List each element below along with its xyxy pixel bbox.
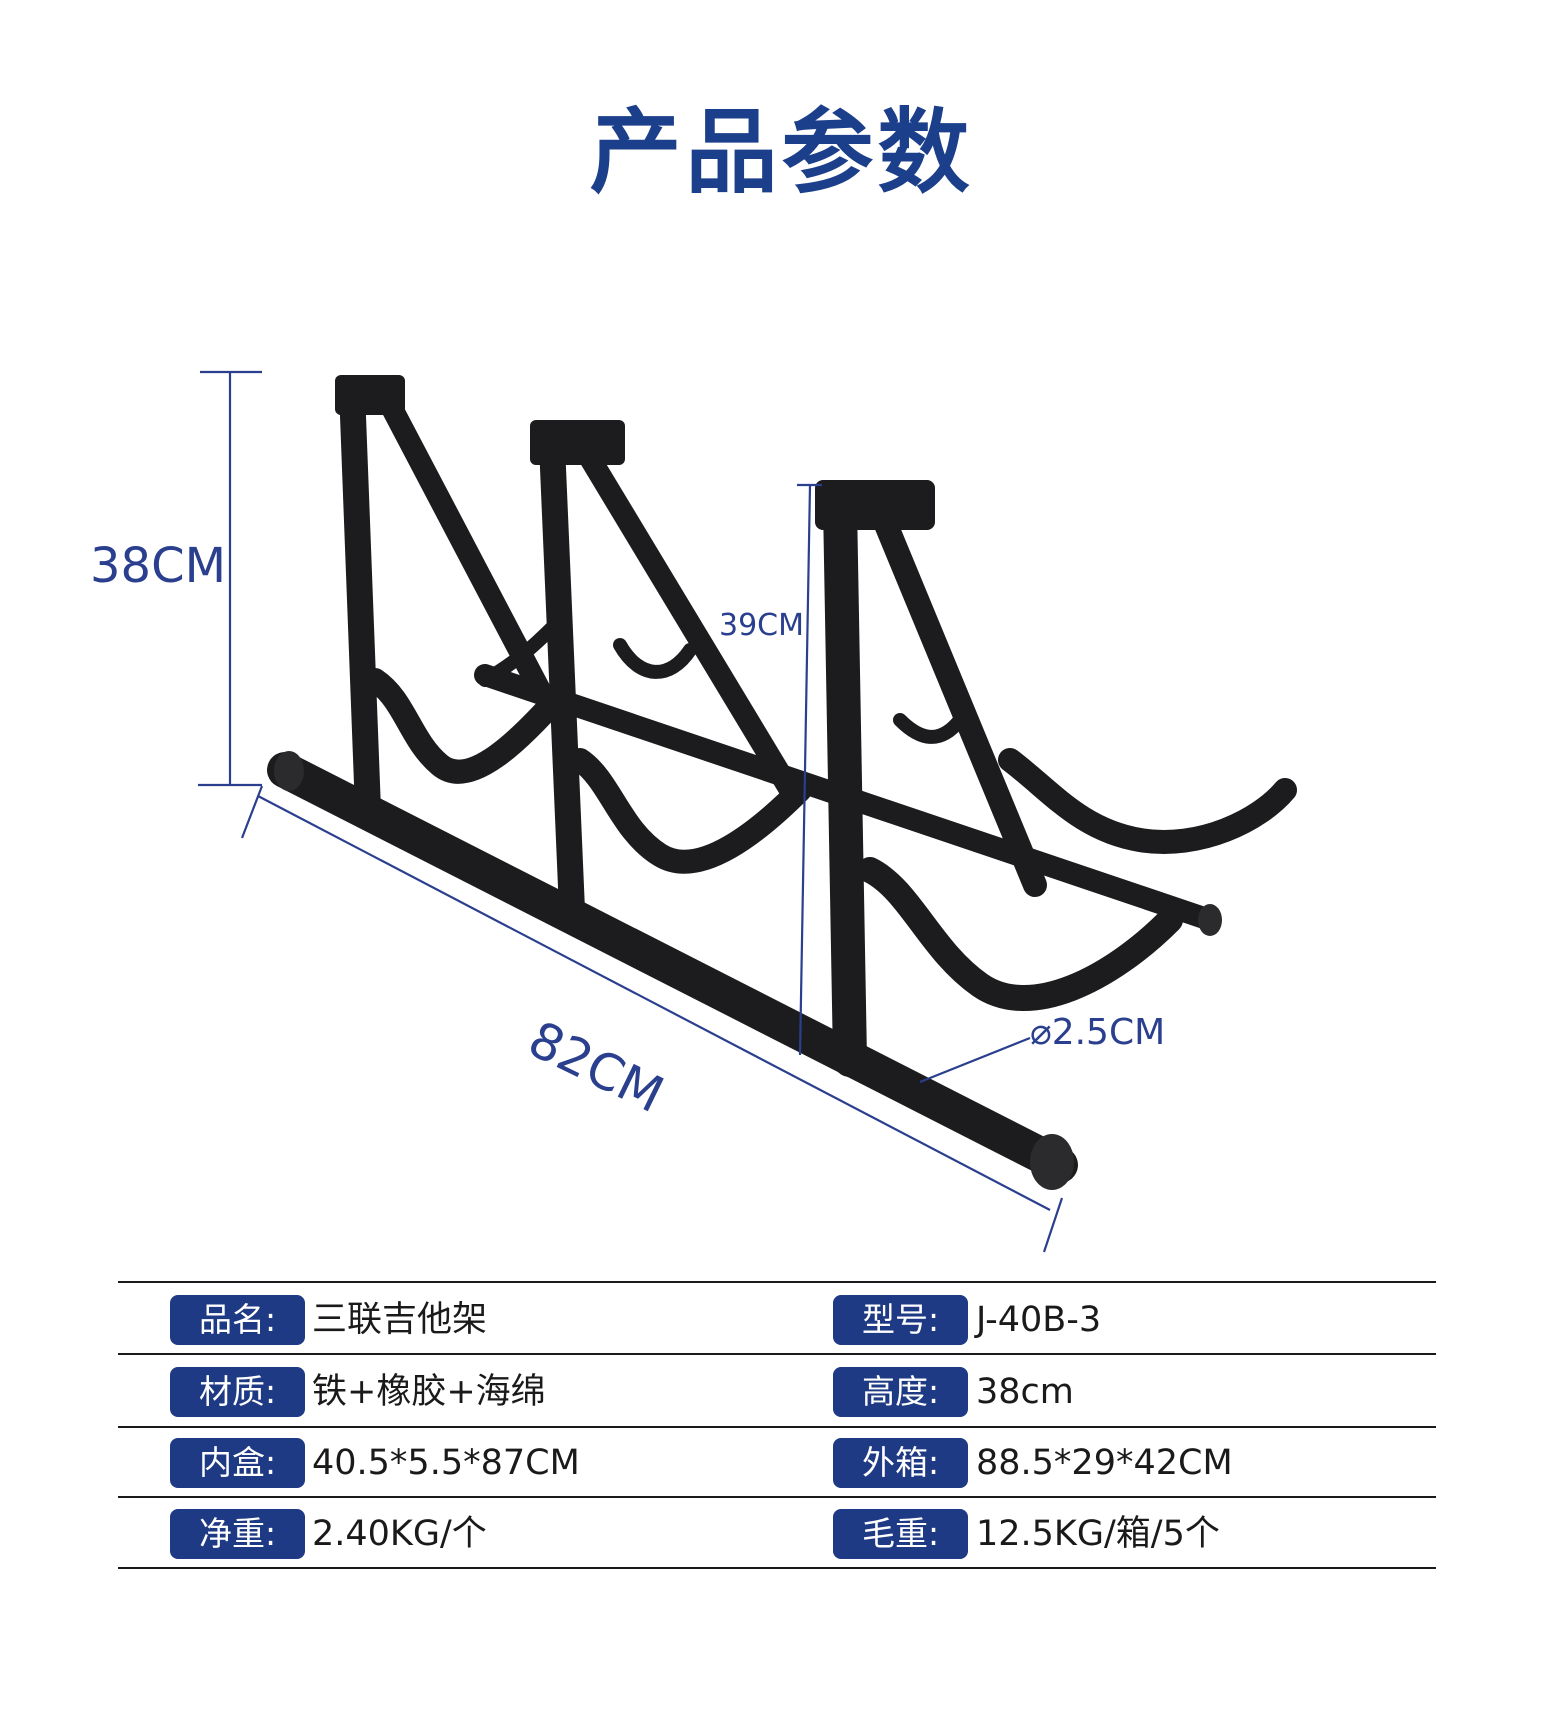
- spec-row-name: 品名: 三联吉他架 型号: J-40B-3: [118, 1285, 1436, 1355]
- spec-label: 净重:: [170, 1509, 305, 1559]
- spec-value: 三联吉他架: [312, 1300, 488, 1340]
- diameter-value: 2.5CM: [1051, 1012, 1166, 1053]
- spec-label: 材质:: [170, 1367, 305, 1417]
- spec-row-weight: 净重: 2.40KG/个 毛重: 12.5KG/箱/5个: [118, 1499, 1436, 1569]
- table-rule: [118, 1353, 1436, 1355]
- table-rule: [118, 1426, 1436, 1428]
- spec-row-material: 材质: 铁+橡胶+海绵 高度: 38cm: [118, 1357, 1436, 1427]
- spec-label: 内盒:: [170, 1438, 305, 1488]
- diameter-dimension-label: ⌀2.5CM: [1030, 1012, 1165, 1053]
- spec-label: 高度:: [833, 1367, 968, 1417]
- frame-height-dimension-label: 39CM: [719, 608, 805, 643]
- diameter-icon: ⌀: [1030, 1012, 1052, 1053]
- spec-value: 12.5KG/箱/5个: [976, 1514, 1220, 1554]
- spec-value: 40.5*5.5*87CM: [312, 1443, 580, 1483]
- spec-label: 外箱:: [833, 1438, 968, 1488]
- table-rule-top: [118, 1281, 1436, 1283]
- table-rule-bottom: [118, 1567, 1436, 1569]
- spec-value: 88.5*29*42CM: [976, 1443, 1233, 1483]
- page-title: 产品参数: [589, 99, 974, 206]
- spec-row-box: 内盒: 40.5*5.5*87CM 外箱: 88.5*29*42CM: [118, 1428, 1436, 1498]
- spec-value: 铁+橡胶+海绵: [312, 1372, 546, 1412]
- spec-label: 型号:: [833, 1295, 968, 1345]
- table-rule: [118, 1496, 1436, 1498]
- spec-label: 品名:: [170, 1295, 305, 1345]
- spec-label: 毛重:: [833, 1509, 968, 1559]
- spec-value: 2.40KG/个: [312, 1514, 487, 1554]
- spec-value: J-40B-3: [976, 1300, 1102, 1340]
- height-dimension-label: 38CM: [90, 538, 227, 594]
- spec-value: 38cm: [976, 1372, 1074, 1412]
